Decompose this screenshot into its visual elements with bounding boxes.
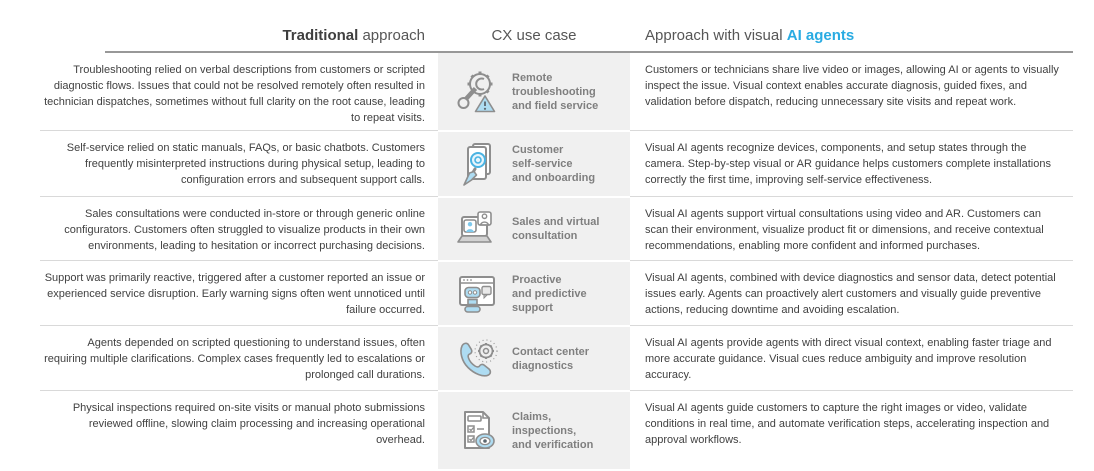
traditional-header-label: Traditional approach bbox=[282, 27, 425, 44]
use-case-label: Contact center diagnostics bbox=[512, 345, 590, 372]
table-row-traditional-cell: Agents depended on scripted questioning … bbox=[40, 325, 438, 390]
contact-center-icon bbox=[460, 338, 498, 377]
table-row-traditional-cell: Sales consultations were conducted in-st… bbox=[40, 196, 438, 260]
column-header-traditional: Traditional approach bbox=[40, 0, 438, 53]
table-row-ai-cell: Visual AI agents provide agents with dir… bbox=[630, 325, 1073, 390]
table-row-traditional-cell: Support was primarily reactive, triggere… bbox=[40, 260, 438, 325]
column-header-use-case: CX use case bbox=[438, 0, 630, 53]
claims-verification-icon bbox=[464, 410, 495, 449]
table-row-ai-cell: Customers or technicians share live vide… bbox=[645, 64, 1059, 108]
comparison-table: Traditional approach CX use case Approac… bbox=[40, 0, 1073, 469]
table-row-traditional-cell: Troubleshooting relied on verbal descrip… bbox=[44, 64, 425, 124]
table-row-ai-cell: Visual AI agents recognize devices, comp… bbox=[630, 130, 1073, 196]
self-service-icon bbox=[463, 143, 491, 186]
table-row-traditional-cell: Self-service relied on static manuals, F… bbox=[40, 130, 438, 196]
table-row-traditional-cell: Physical inspections required on-site vi… bbox=[40, 390, 438, 469]
table-row-use-case-cell: Contact center diagnostics bbox=[438, 325, 630, 390]
column-header-ai-agents: Approach with visual AI agents bbox=[630, 0, 1073, 53]
table-row-use-case-cell: Remote troubleshooting and field service bbox=[438, 53, 630, 130]
table-row-use-case-cell: Customer self-service and onboarding bbox=[438, 130, 630, 196]
use-case-label: Sales and virtual consultation bbox=[512, 216, 600, 242]
use-case-label: Remote troubleshooting and field service bbox=[512, 71, 599, 112]
use-case-label: Proactive and predictive support bbox=[512, 273, 587, 314]
remote-troubleshooting-icon bbox=[457, 71, 496, 112]
use-case-label: Customer self-service and onboarding bbox=[512, 144, 596, 184]
table-row-use-case-cell: Proactive and predictive support bbox=[438, 260, 630, 325]
header-divider bbox=[105, 51, 1073, 53]
virtual-consultation-icon bbox=[457, 211, 492, 243]
use-case-label: Claims, inspections, and verification bbox=[512, 410, 594, 451]
proactive-support-icon bbox=[459, 275, 495, 313]
table-row-use-case-cell: Sales and virtual consultation bbox=[438, 196, 630, 260]
use-case-header-label: CX use case bbox=[491, 27, 577, 44]
table-row-use-case-cell: Claims, inspections, and verification bbox=[438, 390, 630, 469]
table-row-ai-cell: Visual AI agents guide customers to capt… bbox=[630, 390, 1073, 469]
table-row-ai-cell: Visual AI agents support virtual consult… bbox=[630, 196, 1073, 260]
ai-header-label: Approach with visual AI agents bbox=[645, 27, 855, 44]
table-row-ai-cell: Visual AI agents, combined with device d… bbox=[630, 260, 1073, 325]
